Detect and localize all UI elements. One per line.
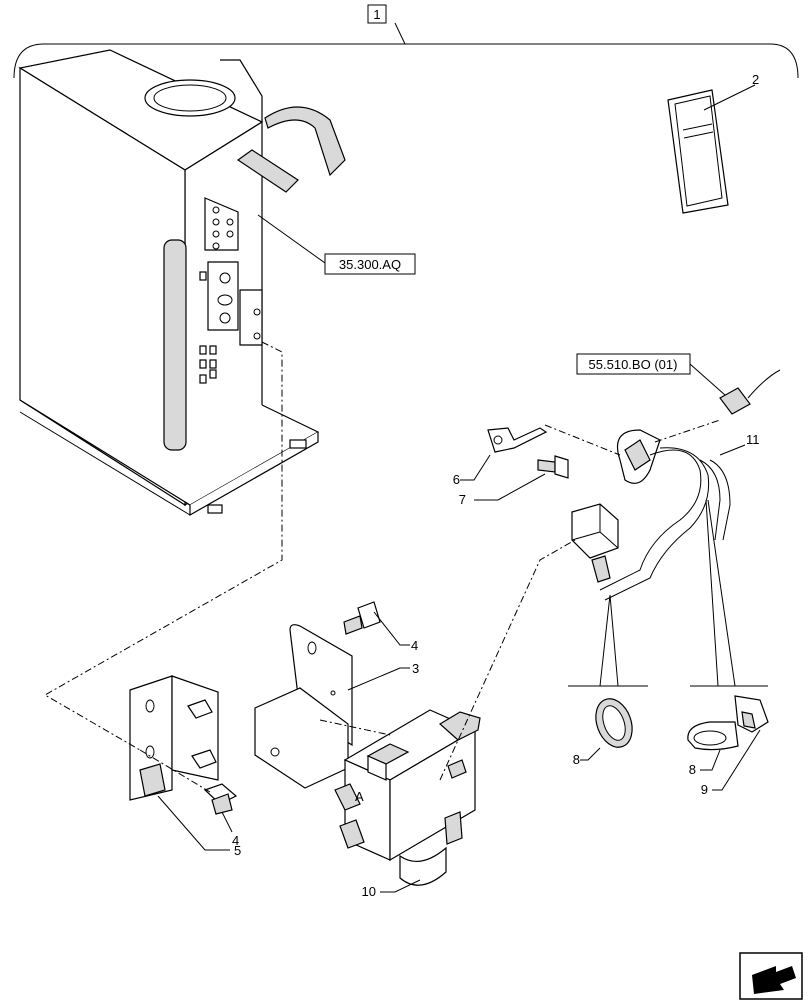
callout-7: 7 <box>459 492 466 507</box>
callout-3: 3 <box>412 661 419 676</box>
assembly-lines <box>43 341 721 793</box>
tank-reference-label: 35.300.AQ <box>339 257 401 272</box>
next-page-arrow-icon[interactable] <box>739 952 803 1000</box>
screw-lower: 4 <box>203 783 239 848</box>
bracket: 5 <box>129 675 241 858</box>
callout-4-upper: 4 <box>411 638 418 653</box>
valve-block: A 10 <box>334 709 481 899</box>
hydraulic-tank <box>18 49 346 517</box>
wiring-reference[interactable]: 55.510.BO (01) <box>576 353 726 396</box>
callout-10: 10 <box>362 884 376 899</box>
callout-2: 2 <box>752 72 759 87</box>
callout-11: 11 <box>746 432 760 447</box>
callout-8-left: 8 <box>573 752 580 767</box>
callout-9: 9 <box>701 782 708 797</box>
tie-clip: 9 <box>701 729 761 797</box>
bolt-part: 7 <box>459 455 569 507</box>
cable-tie-left: 8 <box>573 698 633 767</box>
valve-port-a-mark: A <box>355 789 364 804</box>
screw-upper: 4 <box>343 601 418 653</box>
callout-8-right: 8 <box>689 762 696 777</box>
connector <box>719 369 781 415</box>
callout-4-lower: 4 <box>232 833 239 848</box>
clip-part: 6 <box>453 427 548 487</box>
wiring-harness: 11 <box>568 429 768 687</box>
wiring-reference-label: 55.510.BO (01) <box>589 357 678 372</box>
callout-6: 6 <box>453 472 460 487</box>
cable-tie-right: 8 <box>687 695 769 777</box>
mounting-plate: 3 <box>254 624 419 789</box>
assembly-number: 1 <box>373 7 380 22</box>
callout-5: 5 <box>234 843 241 858</box>
tank-reference[interactable]: 35.300.AQ <box>257 214 416 275</box>
instructions-booklet: 2 <box>667 72 759 214</box>
assembly-bracket: 1 <box>13 4 799 79</box>
